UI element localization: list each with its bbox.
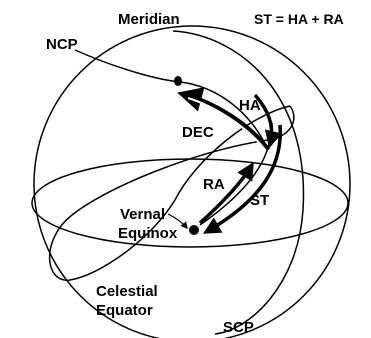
scp-label: SCP (223, 319, 254, 336)
dec-arc (177, 87, 271, 152)
meridian-circle (172, 30, 305, 335)
dec-arc-inner (187, 97, 267, 152)
equator-label: Equator (96, 302, 153, 319)
ra-arc (198, 161, 254, 225)
st-label: ST (250, 192, 269, 209)
meridian-label: Meridian (118, 11, 180, 28)
ncp-label: NCP (46, 36, 78, 53)
equinox-label: Equinox (118, 225, 178, 242)
celestial-label: Celestial (96, 283, 158, 300)
st-arc-outer (199, 122, 273, 226)
st-arc (202, 124, 283, 234)
celestial-sphere-outline (33, 25, 351, 338)
star-marker (174, 76, 182, 86)
dec-label: DEC (182, 124, 214, 141)
ha-label: HA (239, 97, 261, 114)
formula-label: ST = HA + RA (254, 11, 344, 27)
ra-label: RA (203, 176, 225, 193)
vernal-equinox-marker (189, 225, 199, 235)
vernal-label: Vernal (120, 206, 165, 223)
vernal-equinox-pointer (167, 213, 188, 230)
